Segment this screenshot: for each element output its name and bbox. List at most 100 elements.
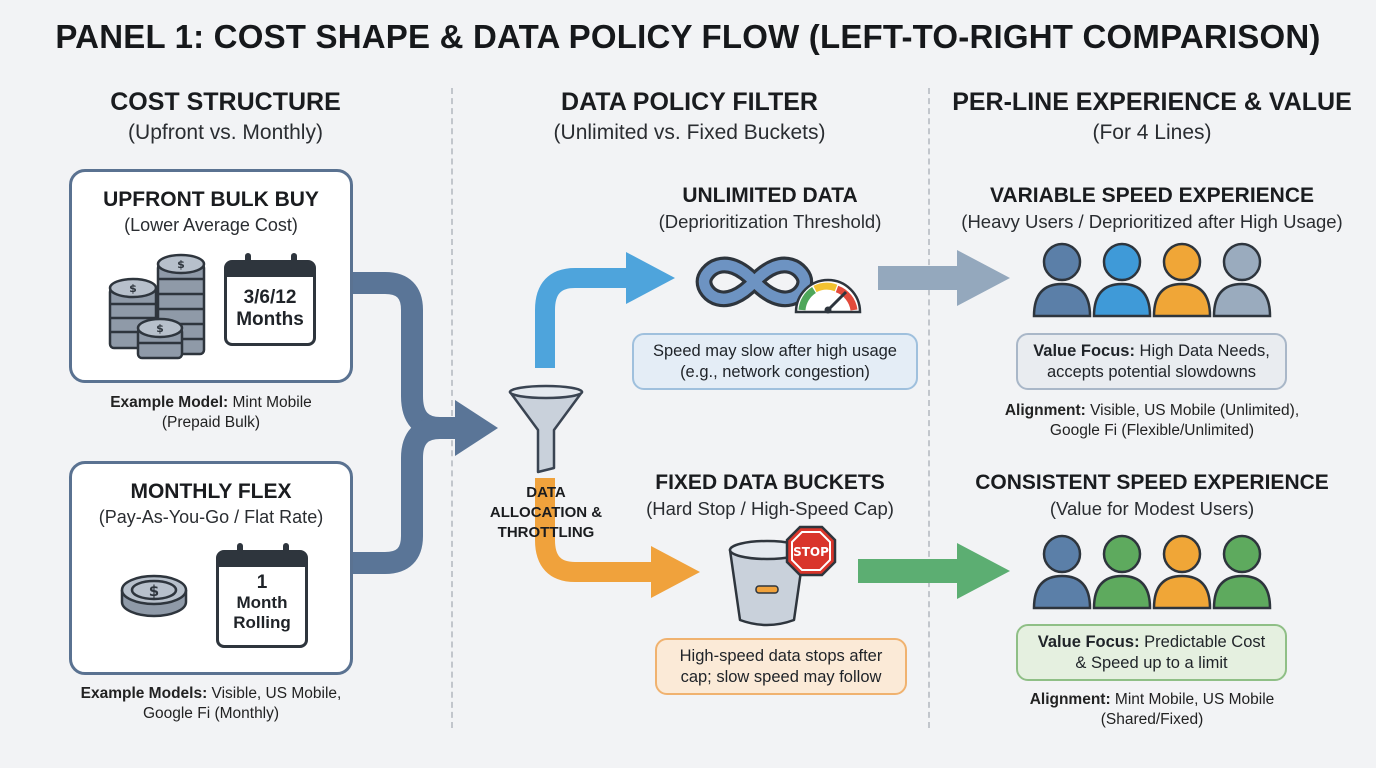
value-line: & Speed up to a limit — [1075, 653, 1228, 672]
variable-alignment-caption: Alignment: Visible, US Mobile (Unlimited… — [960, 401, 1344, 441]
user-icon — [1032, 242, 1092, 318]
unlimited-speed-note: Speed may slow after high usage (e.g., n… — [632, 333, 918, 390]
calendar-icon: 1 Month Rolling — [216, 543, 308, 648]
variable-flow-shaft — [878, 266, 960, 290]
section-subheading: (Heavy Users / Deprioritized after High … — [961, 211, 1343, 232]
consistent-alignment-caption: Alignment: Mint Mobile, US Mobile (Share… — [960, 690, 1344, 730]
caption-value: Visible, US Mobile, — [207, 685, 342, 702]
section-heading: VARIABLE SPEED EXPERIENCE — [989, 184, 1314, 207]
caption-label: Example Models: — [80, 685, 208, 702]
note-line: cap; slow speed may follow — [680, 667, 882, 686]
card-subheading: (Pay-As-You-Go / Flat Rate) — [98, 507, 324, 527]
coin-stacks-icon: $ $ $ — [108, 253, 206, 360]
variable-value-note: Value Focus: High Data Needs, accepts po… — [1016, 333, 1287, 390]
upfront-example-caption: Example Model: Mint Mobile (Prepaid Bulk… — [69, 393, 353, 433]
user-icon — [1092, 242, 1152, 318]
calendar-ring-icon — [291, 253, 297, 271]
variable-speed-section: VARIABLE SPEED EXPERIENCE (Heavy Users /… — [935, 184, 1369, 233]
bucket-icon — [728, 539, 806, 627]
section-heading: UNLIMITED DATA — [682, 184, 858, 207]
funnel-label-line: ALLOCATION & — [489, 504, 603, 521]
calendar-ring-icon — [245, 253, 251, 271]
unlimited-flow-arrow — [535, 268, 630, 368]
variable-arrowhead — [957, 250, 1010, 306]
monthly-flex-card: MONTHLY FLEX (Pay-As-You-Go / Flat Rate)… — [69, 461, 353, 675]
caption-label: Example Model: — [110, 394, 229, 411]
consistent-value-note: Value Focus: Predictable Cost & Speed up… — [1016, 624, 1287, 681]
funnel-label-line: THROTTLING — [497, 524, 595, 541]
fixed-speed-note: High-speed data stops after cap; slow sp… — [655, 638, 907, 695]
section-subheading: (Deprioritization Threshold) — [658, 211, 882, 232]
speed-gauge-icon — [794, 278, 862, 314]
column-subheading: (For 4 Lines) — [1092, 121, 1212, 144]
column-heading: PER-LINE EXPERIENCE & VALUE — [952, 88, 1352, 116]
column-heading: DATA POLICY FILTER — [561, 88, 818, 116]
merge-arrowhead — [455, 400, 498, 456]
upfront-flow-arrow — [352, 272, 462, 439]
monthly-example-caption: Example Models: Visible, US Mobile, Goog… — [44, 684, 378, 724]
funnel-icon — [508, 384, 584, 474]
coin-icon: $ — [120, 574, 188, 618]
column-header-policy: DATA POLICY FILTER (Unlimited vs. Fixed … — [451, 88, 928, 145]
svg-text:$: $ — [149, 582, 159, 600]
caption-line: Google Fi (Monthly) — [142, 705, 280, 722]
caption-value: Mint Mobile — [228, 394, 312, 411]
unlimited-data-section: UNLIMITED DATA (Deprioritization Thresho… — [620, 184, 920, 233]
column-header-cost: COST STRUCTURE (Upfront vs. Monthly) — [0, 88, 451, 145]
svg-text:$: $ — [177, 258, 185, 271]
consistent-users-icon — [1032, 534, 1272, 610]
consistent-speed-section: CONSISTENT SPEED EXPERIENCE (Value for M… — [935, 471, 1369, 520]
alignment-text: Visible, US Mobile (Unlimited), — [1085, 402, 1300, 419]
calendar-line: 1 — [256, 572, 268, 593]
svg-text:$: $ — [156, 322, 164, 335]
value-label: Value Focus: — [1037, 632, 1140, 651]
stop-sign-text: STOP — [793, 545, 829, 559]
funnel-label: DATA ALLOCATION & THROTTLING — [466, 483, 626, 543]
column-divider-right — [928, 88, 930, 728]
value-line: accepts potential slowdowns — [1046, 362, 1257, 381]
calendar-text: 1 Month Rolling — [219, 573, 305, 633]
user-icon — [1152, 534, 1212, 610]
user-icon — [1212, 534, 1272, 610]
section-subheading: (Hard Stop / High-Speed Cap) — [646, 498, 894, 519]
variable-users-icon — [1032, 242, 1272, 318]
calendar-ring-icon — [283, 543, 289, 561]
infinity-gauge-icon — [695, 256, 862, 314]
fixed-arrowhead — [651, 546, 700, 598]
column-heading: COST STRUCTURE — [110, 88, 341, 116]
consistent-arrowhead — [957, 543, 1010, 599]
card-heading: MONTHLY FLEX — [130, 480, 292, 503]
fixed-flow-arrow — [535, 478, 655, 582]
section-heading: CONSISTENT SPEED EXPERIENCE — [975, 471, 1329, 494]
column-subheading: (Unlimited vs. Fixed Buckets) — [553, 121, 826, 144]
alignment-line: Google Fi (Flexible/Unlimited) — [1049, 422, 1255, 439]
funnel-label-line: DATA — [526, 484, 566, 501]
column-subheading: (Upfront vs. Monthly) — [128, 121, 323, 144]
alignment-label: Alignment: — [1004, 402, 1086, 419]
alignment-label: Alignment: — [1029, 691, 1111, 708]
section-heading: FIXED DATA BUCKETS — [655, 471, 885, 494]
card-subheading: (Lower Average Cost) — [124, 215, 298, 235]
stop-sign-icon: STOP — [785, 525, 837, 577]
user-icon — [1092, 534, 1152, 610]
svg-text:$: $ — [129, 282, 137, 295]
calendar-text: 3/6/12 Months — [227, 287, 313, 331]
column-header-experience: PER-LINE EXPERIENCE & VALUE (For 4 Lines… — [928, 88, 1376, 145]
calendar-icon: 3/6/12 Months — [224, 253, 316, 346]
column-divider-left — [451, 88, 453, 728]
alignment-text: Mint Mobile, US Mobile — [1110, 691, 1275, 708]
alignment-line: (Shared/Fixed) — [1100, 711, 1204, 728]
user-icon — [1152, 242, 1212, 318]
calendar-line: 3/6/12 — [243, 287, 297, 308]
fixed-data-section: FIXED DATA BUCKETS (Hard Stop / High-Spe… — [620, 471, 920, 520]
calendar-header — [227, 263, 313, 277]
note-line: High-speed data stops after — [679, 646, 883, 665]
caption-line: (Prepaid Bulk) — [161, 414, 261, 431]
card-heading: UPFRONT BULK BUY — [103, 188, 319, 211]
calendar-line: Months — [236, 309, 304, 330]
value-text: High Data Needs, — [1134, 341, 1270, 360]
calendar-header — [219, 553, 305, 567]
upfront-bulk-buy-card: UPFRONT BULK BUY (Lower Average Cost) $$… — [69, 169, 353, 383]
value-label: Value Focus: — [1033, 341, 1135, 360]
